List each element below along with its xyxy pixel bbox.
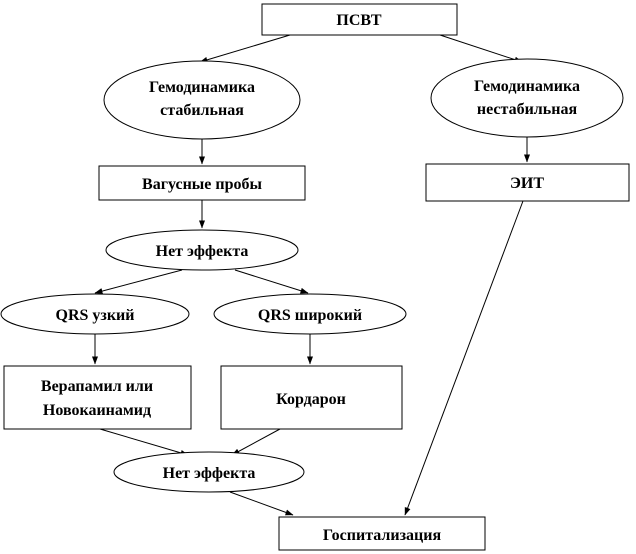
node-qrs-narrow-label: QRS узкий: [56, 307, 135, 324]
node-hospitalization-label: Госпитализация: [323, 527, 442, 544]
edge-psvt-to-unstable: [439, 34, 523, 63]
edge-psvt-to-stable: [199, 34, 291, 63]
node-qrs-narrow: QRS узкий: [0, 293, 190, 335]
node-eit: ЭИТ: [425, 163, 630, 202]
node-no-effect-2: Нет эффекта: [113, 451, 305, 493]
edge-noeffect2-to-hospitalization: [229, 491, 294, 516]
node-stable-label-line1: Гемодинамика: [149, 79, 255, 96]
node-cordarone: Кордарон: [220, 365, 403, 430]
node-verapamil-label-line2: Новокаинамид: [43, 402, 151, 419]
node-vagal-maneuvers: Вагусные пробы: [98, 165, 306, 201]
edge-verapamil-to-noeffect2: [99, 428, 189, 456]
node-psvt: ПСВТ: [261, 3, 458, 36]
node-stable-hemodynamics: Гемодинамика стабильная: [103, 60, 301, 140]
node-unstable-label-line1: Гемодинамика: [474, 78, 580, 95]
node-stable-label-line2: стабильная: [160, 102, 244, 119]
node-verapamil: Верапамил или Новокаинамид: [3, 365, 192, 430]
node-no-effect-1-label: Нет эффекта: [156, 243, 249, 260]
node-no-effect-1: Нет эффекта: [105, 229, 299, 271]
node-qrs-wide: QRS широкий: [213, 293, 407, 335]
node-cordarone-label: Кордарон: [276, 391, 346, 408]
node-unstable-hemodynamics: Гемодинамика нестабильная: [430, 58, 624, 138]
node-verapamil-label-line1: Верапамил или: [41, 378, 153, 395]
edge-cordarone-to-noeffect2: [231, 428, 281, 456]
edge-noeffect-to-narrow: [94, 269, 183, 294]
node-hospitalization: Госпитализация: [278, 516, 486, 551]
node-unstable-label-line2: нестабильная: [477, 101, 578, 118]
node-no-effect-2-label: Нет эффекта: [163, 465, 256, 482]
node-eit-label: ЭИТ: [510, 175, 544, 192]
node-vagal-label: Вагусные пробы: [142, 176, 262, 193]
edge-noeffect-to-wide: [234, 269, 309, 294]
node-psvt-label: ПСВТ: [336, 12, 381, 29]
edge-eit-to-hospitalization: [404, 200, 524, 516]
node-qrs-wide-label: QRS широкий: [258, 307, 362, 324]
